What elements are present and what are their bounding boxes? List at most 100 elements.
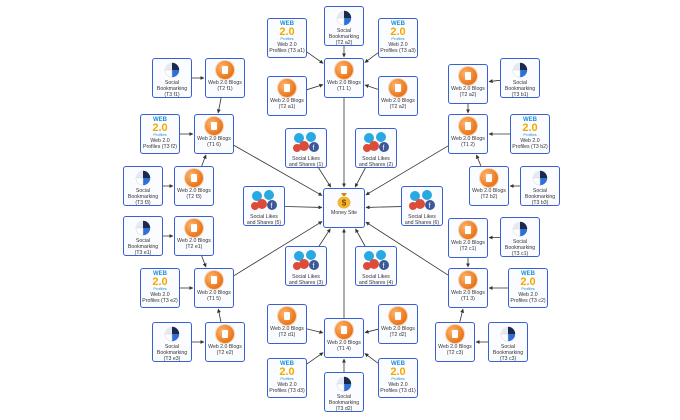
- tier1-blog-node: Web 2.0 Blogs (T1 4): [324, 318, 364, 358]
- svg-text:$: $: [342, 199, 347, 208]
- node-label: Social Bookmarking (T3 d2): [328, 394, 360, 412]
- link-arrow: [284, 205, 323, 210]
- node-label: Web 2.0 Blogs (T2 b2): [472, 188, 506, 200]
- social-bookmarking-pie-icon: [164, 326, 180, 342]
- node-label: Social Likes and Shares (2): [358, 156, 394, 168]
- node-label: Web 2.0 Blogs (T2 d2): [381, 326, 415, 338]
- tier2-blog-node: Web 2.0 Blogs (T2 f1): [205, 58, 245, 98]
- social-network-cluster-icon: f: [363, 250, 389, 270]
- svg-text:f: f: [429, 203, 431, 210]
- blogger-icon: [205, 117, 223, 135]
- tier2-blog-node: Web 2.0 Blogs (T2 d1): [267, 304, 307, 344]
- link-arrow: [459, 308, 465, 323]
- node-label: Social Bookmarking (T3 b3): [524, 188, 556, 206]
- blogger-icon: [278, 79, 296, 97]
- social-bookmarking-node: Social Bookmarking (T2 a2): [324, 6, 364, 46]
- svg-text:f: f: [383, 263, 385, 270]
- link-arrow: [364, 52, 379, 63]
- link-arrow: [306, 51, 324, 64]
- link-arrow: [364, 353, 379, 364]
- social-bookmarking-pie-icon: [135, 220, 151, 236]
- svg-text:f: f: [383, 145, 385, 152]
- social-network-cluster-icon: f: [293, 132, 319, 152]
- tier1-blog-node: Web 2.0 Blogs (T1 1): [324, 58, 364, 98]
- link-arrow: [488, 79, 501, 84]
- link-arrow: [475, 154, 482, 167]
- blogger-icon: [480, 169, 498, 187]
- blogger-icon: [205, 271, 223, 289]
- social-bookmarking-node: Social Bookmarking (T3 b3): [520, 166, 560, 206]
- node-label: Web 2.0 Blogs (T1 6): [197, 136, 231, 148]
- link-arrow: [364, 328, 379, 334]
- link-arrow: [216, 97, 222, 114]
- node-label: Web 2.0 Blogs (T1 4): [327, 340, 361, 352]
- link-arrow: [306, 328, 324, 334]
- social-bookmarking-pie-icon: [512, 221, 528, 237]
- blogger-icon: [216, 325, 234, 343]
- blogger-icon: [335, 321, 353, 339]
- tier2-blog-node: Web 2.0 Blogs (T2 a1): [267, 76, 307, 116]
- social-network-cluster-icon: f: [409, 190, 435, 210]
- node-label: Social Likes and Shares (4): [358, 274, 394, 286]
- link-arrow: [306, 352, 324, 365]
- tier2-blog-node: Web 2.0 Blogs (T2 c1): [448, 218, 488, 258]
- node-label: Web 2.0 Blogs (T2 a2): [451, 86, 485, 98]
- social-bookmarking-node: Social Bookmarking (T3 e1): [123, 216, 163, 256]
- link-arrow: [201, 154, 207, 167]
- svg-text:f: f: [313, 145, 315, 152]
- node-label: Social Bookmarking (T3 c1): [504, 239, 536, 257]
- link-arrow: [233, 221, 323, 277]
- node-label: Web 2.0 Blogs (T2 f1): [208, 80, 242, 92]
- social-bookmarking-pie-icon: [135, 170, 151, 186]
- svg-text:f: f: [313, 263, 315, 270]
- blogger-icon: [278, 307, 296, 325]
- social-bookmarking-node: Social Bookmarking (T3 d2): [324, 372, 364, 412]
- node-label: Web 2.0 Profiles (T3 f2): [142, 138, 177, 150]
- tier1-blog-node: Web 2.0 Blogs (T1 3): [448, 268, 488, 308]
- node-label: Web 2.0 Blogs (T1 5): [197, 290, 231, 302]
- social-bookmarking-pie-icon: [532, 170, 548, 186]
- social-bookmarking-pie-icon: [512, 62, 528, 78]
- social-bookmarking-pie-icon: [500, 326, 516, 342]
- tier1-blog-node: Web 2.0 Blogs (T1 5): [194, 268, 234, 308]
- node-label: Social Bookmarking (T3 e3): [156, 344, 188, 362]
- social-bookmarking-pie-icon: [336, 376, 352, 392]
- blogger-icon: [459, 221, 477, 239]
- node-label: Social Bookmarking (T3 f1): [156, 80, 188, 98]
- node-label: Social Likes and Shares (5): [246, 214, 282, 226]
- node-label: Web 2.0 Profiles (T3 a3): [380, 42, 416, 54]
- social-network-cluster-icon: f: [293, 250, 319, 270]
- link-arrow: [364, 84, 379, 90]
- node-label: Social Bookmarking (T2 a2): [328, 28, 360, 46]
- node-label: Web 2.0 Blogs (T2 c3): [438, 344, 472, 356]
- node-label: Social Bookmarking (T3 f3): [127, 188, 159, 206]
- tier2-blog-node: Web 2.0 Blogs (T2 a2): [378, 76, 418, 116]
- node-label: Social Likes and Shares (3): [288, 274, 324, 286]
- tier1-blog-node: Web 2.0 Blogs (T1 2): [448, 114, 488, 154]
- tier2-blog-node: Web 2.0 Blogs (T2 c3): [435, 322, 475, 362]
- node-label: Web 2.0 Profiles (T3 b2): [512, 138, 548, 150]
- link-arrow: [318, 228, 331, 247]
- tier2-blog-node: Web 2.0 Blogs (T2 f3): [174, 166, 214, 206]
- node-label: Social Likes and Shares (1): [288, 156, 324, 168]
- node-label: Social Bookmarking (T3 b1): [504, 80, 536, 98]
- node-label: Social Bookmarking (T3 c3): [492, 344, 524, 362]
- blogger-icon: [459, 271, 477, 289]
- blogger-icon: [459, 117, 477, 135]
- svg-text:f: f: [271, 203, 273, 210]
